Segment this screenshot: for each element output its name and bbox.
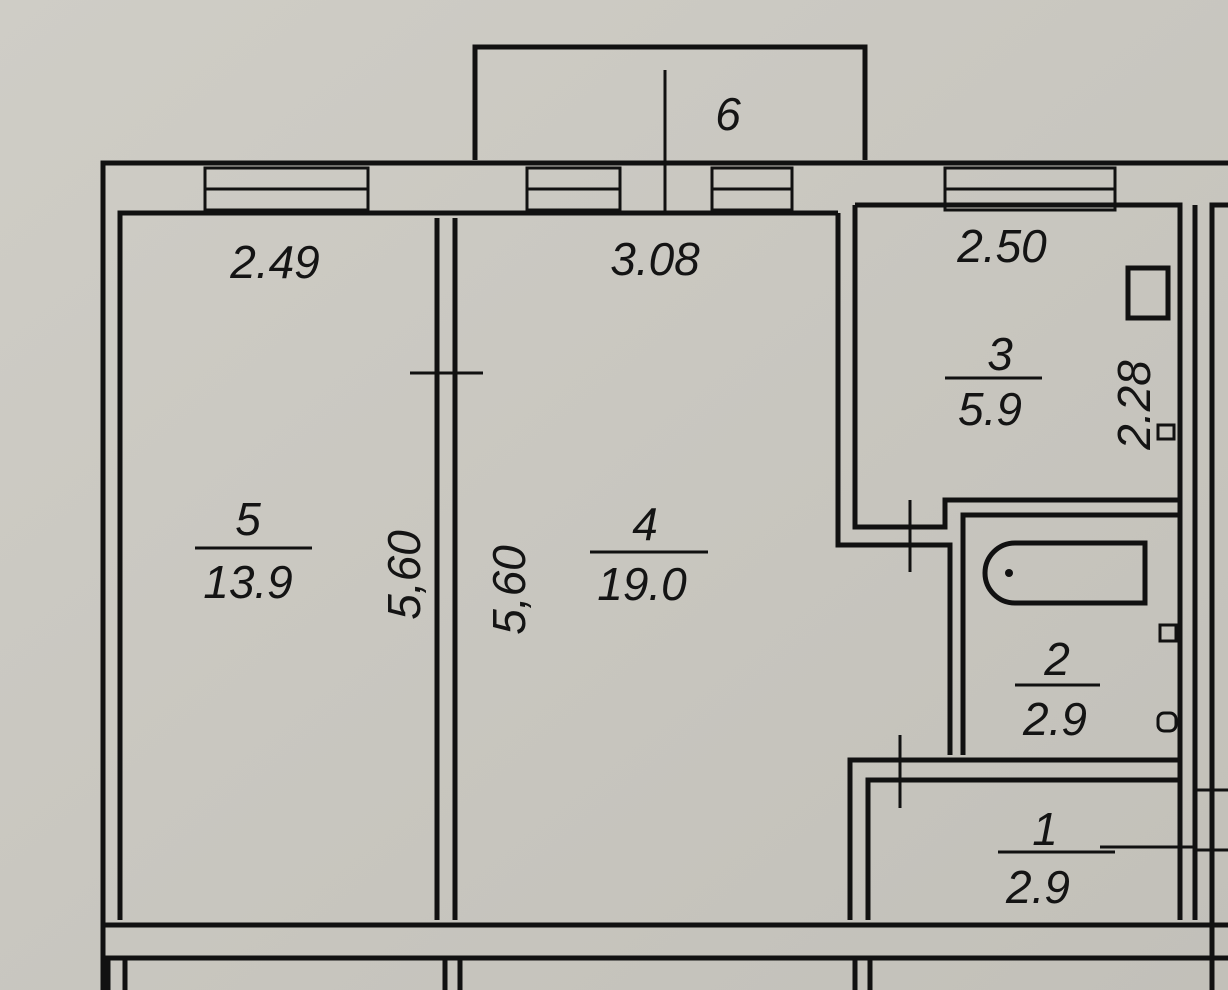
room-5-number: 5 xyxy=(235,493,261,545)
room-3-width: 2.50 xyxy=(956,220,1047,272)
fixture-icon xyxy=(1156,423,1176,441)
fixtures xyxy=(982,265,1178,733)
exterior-walls xyxy=(100,160,1228,990)
room-3-number: 3 xyxy=(987,328,1013,380)
room-5-length: 5,60 xyxy=(378,530,430,620)
room-4-width: 3.08 xyxy=(610,233,700,285)
room-3-area: 5.9 xyxy=(958,383,1022,435)
room-4-area: 19.0 xyxy=(597,558,687,610)
room-4-length: 5,60 xyxy=(483,545,535,635)
room-1-area: 2.9 xyxy=(1005,861,1070,913)
balcony-number: 6 xyxy=(715,88,741,140)
room-2-area: 2.9 xyxy=(1022,693,1087,745)
bathtub-icon xyxy=(982,540,1148,606)
room-2-number: 2 xyxy=(1043,633,1070,685)
room-4-number: 4 xyxy=(632,498,658,550)
drain-icon xyxy=(1005,569,1013,577)
room-5-area: 13.9 xyxy=(203,556,293,608)
windows xyxy=(203,166,1117,212)
room-1-number: 1 xyxy=(1032,803,1058,855)
sink-icon xyxy=(1158,623,1178,643)
room-3-length: 2.28 xyxy=(1108,360,1160,451)
room-5-width: 2.49 xyxy=(229,236,320,288)
balcony xyxy=(472,44,868,215)
interior-walls xyxy=(410,202,1228,920)
stove-icon xyxy=(1125,265,1171,321)
toilet-icon xyxy=(1156,711,1178,733)
